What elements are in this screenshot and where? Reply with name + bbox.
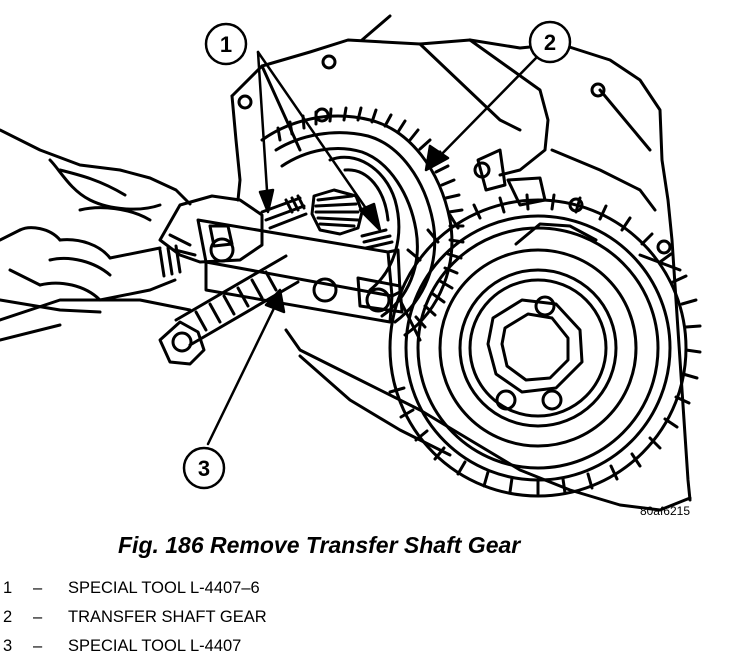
legend-number: 2 <box>3 608 13 626</box>
lower-gear <box>388 193 702 498</box>
figure-caption: Fig. 186 Remove Transfer Shaft Gear <box>118 532 521 558</box>
legend-number: 3 <box>3 637 13 655</box>
svg-text:1: 1 <box>220 32 232 57</box>
special-tool-l-4407-6 <box>158 188 404 324</box>
svg-text:3: 3 <box>198 456 210 481</box>
housing-lower-flange <box>0 298 692 512</box>
callout-2: 2 <box>528 20 572 64</box>
legend-dash: – <box>33 637 43 655</box>
callout-1: 1 <box>204 22 248 66</box>
legend-number: 1 <box>3 579 13 597</box>
legend-dash: – <box>33 608 43 626</box>
legend-text: SPECIAL TOOL L-4407 <box>68 637 242 655</box>
callout-3: 3 <box>182 446 226 490</box>
legend-dash: – <box>33 579 43 597</box>
legend-text: SPECIAL TOOL L-4407–6 <box>68 579 260 597</box>
legend-text: TRANSFER SHAFT GEAR <box>68 608 267 626</box>
svg-text:2: 2 <box>544 30 556 55</box>
transfer-shaft-gear-illustration: 1 2 3 80af6215 <box>0 14 702 518</box>
hex-hub <box>486 298 584 394</box>
hands <box>0 128 192 314</box>
image-code: 80af6215 <box>640 504 690 518</box>
special-tool-l-4407 <box>158 254 300 366</box>
transfer-shaft-gear <box>260 106 465 337</box>
leader-arrows <box>206 50 540 446</box>
transmission-case <box>230 14 692 502</box>
